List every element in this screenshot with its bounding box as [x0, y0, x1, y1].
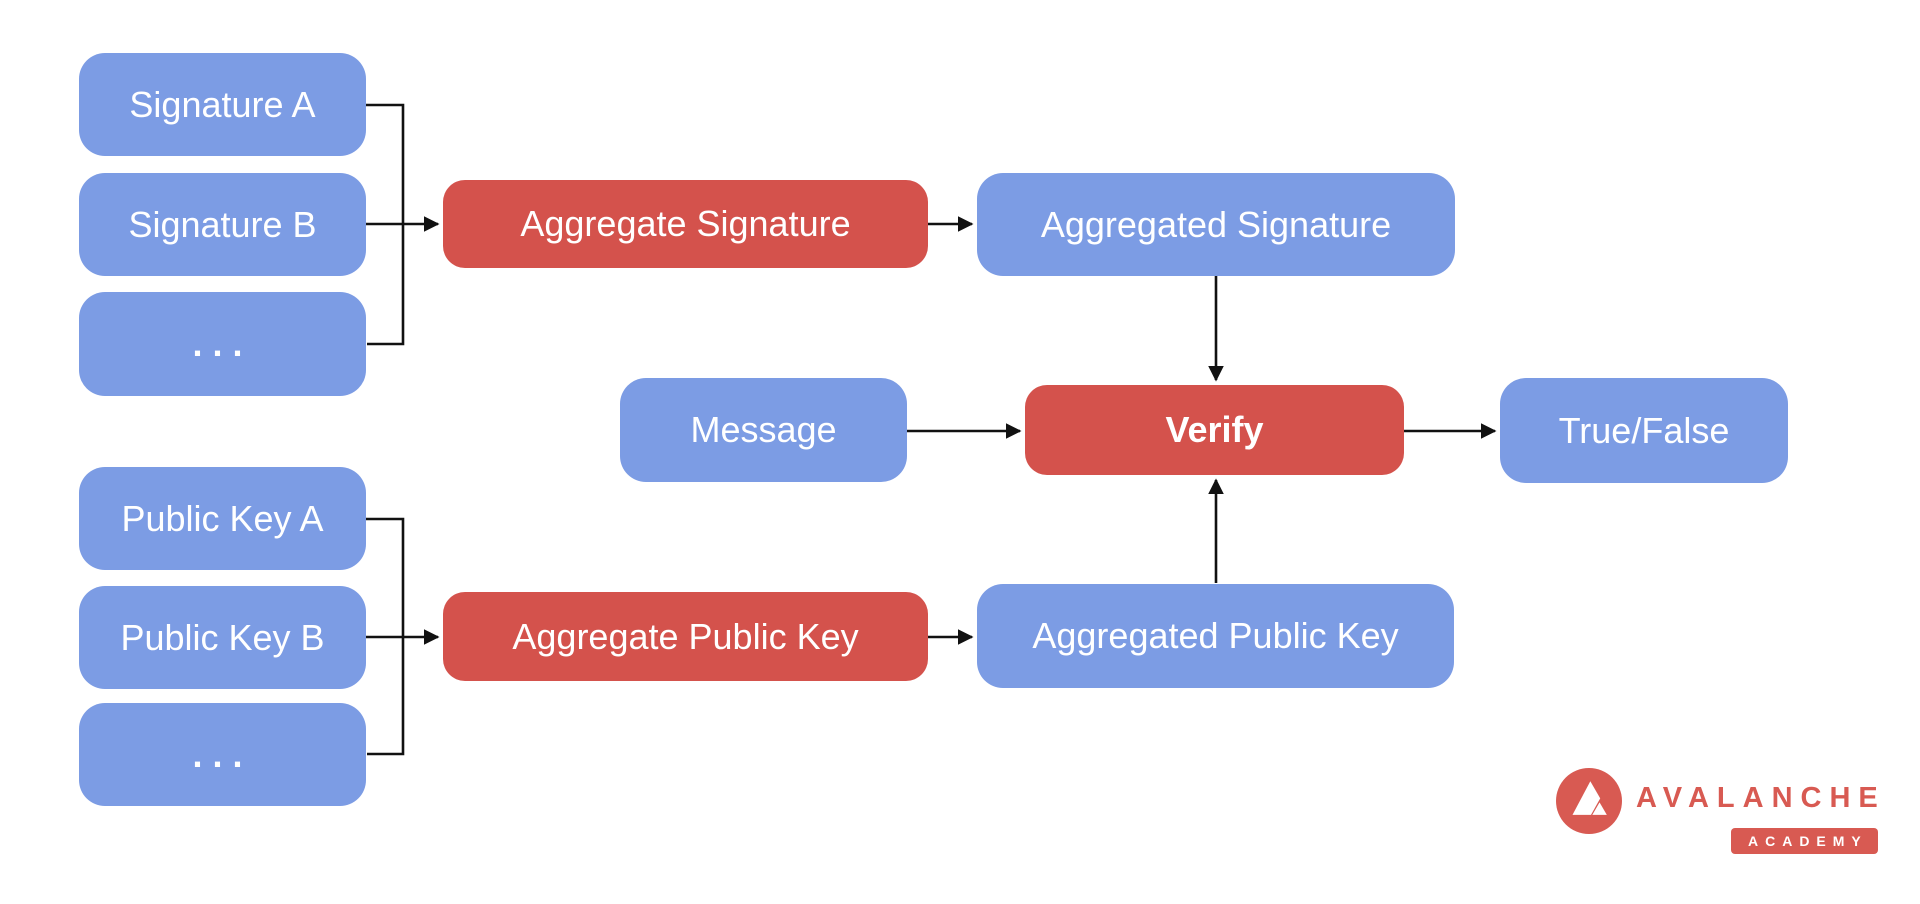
node-true-false: True/False: [1500, 378, 1788, 483]
node-aggregate-signature: Aggregate Signature: [443, 180, 928, 268]
avalanche-wordmark: AVALANCHE: [1636, 782, 1886, 814]
avalanche-logo-icon: [1556, 768, 1622, 834]
node-public-key-a: Public Key A: [79, 467, 366, 570]
node-aggregated-signature: Aggregated Signature: [977, 173, 1455, 276]
node-aggregate-public-key: Aggregate Public Key: [443, 592, 928, 681]
node-verify: Verify: [1025, 385, 1404, 475]
node-signature-a: Signature A: [79, 53, 366, 156]
academy-badge: ACADEMY: [1730, 828, 1878, 854]
node-signature-ellipsis: ...: [79, 292, 366, 396]
node-public-key-b: Public Key B: [79, 586, 366, 689]
node-aggregated-public-key: Aggregated Public Key: [977, 584, 1454, 688]
node-public-key-ellipsis: ...: [79, 703, 366, 806]
node-message: Message: [620, 378, 907, 482]
node-signature-b: Signature B: [79, 173, 366, 276]
avalanche-academy-logo: AVALANCHE ACADEMY: [1556, 768, 1878, 854]
